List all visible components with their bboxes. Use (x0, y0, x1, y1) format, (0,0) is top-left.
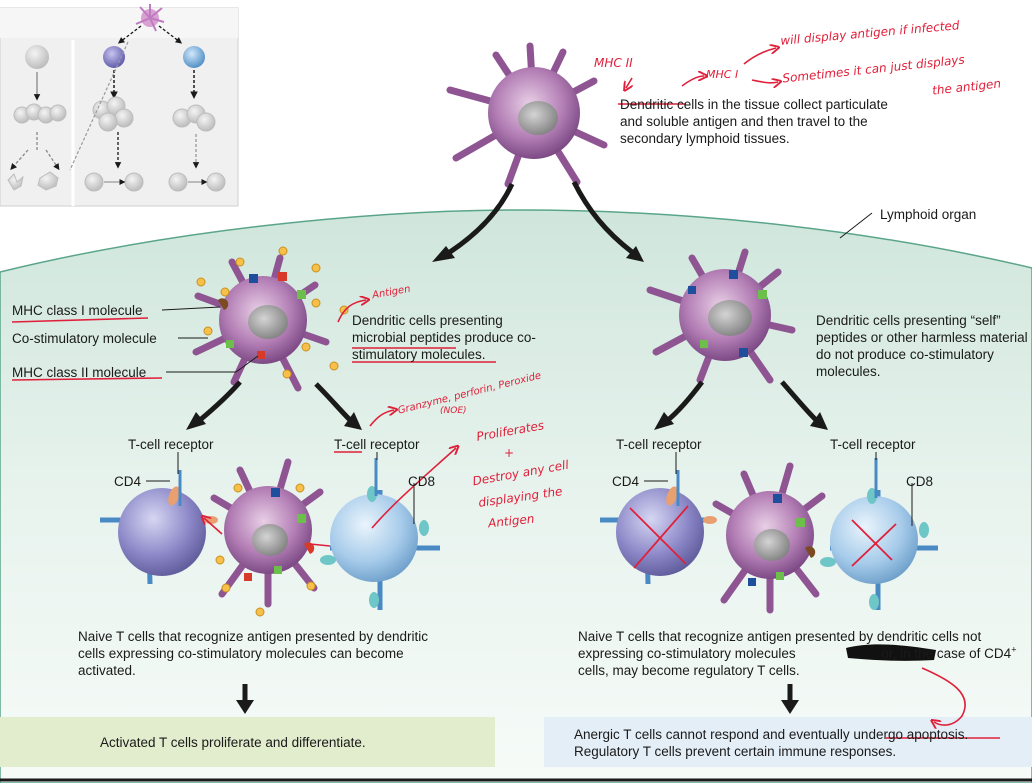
mhc1-leader-line (161, 306, 221, 311)
tcr-label-left-2: T-cell receptor (334, 437, 420, 452)
dendritic-cell-center-right (712, 462, 826, 614)
annotation-plus: + (504, 446, 515, 460)
inset-purple-cell-icon (103, 46, 125, 68)
arrow-left-to-cd4 (198, 380, 242, 422)
result-left-text: Activated T cells proliferate and differ… (100, 735, 366, 750)
cd8-label-right: CD8 (906, 474, 934, 489)
annotation-mhc2: MHC II (594, 56, 633, 70)
redaction-scribble (846, 644, 936, 661)
inset-effector-icons (7, 171, 226, 192)
result-box-left (0, 717, 495, 767)
tcr-label-left-1: T-cell receptor (128, 437, 214, 452)
inset-blue-cell-icon (183, 46, 205, 68)
tcr-leader-lines (146, 452, 913, 526)
costim-label: Co-stimulatory molecule (12, 331, 157, 346)
dendritic-cell-center-left (210, 458, 324, 617)
inset-panel (0, 4, 239, 207)
down-arrow-left (236, 684, 254, 714)
dendritic-cell-left (192, 246, 349, 392)
right-dc-description: Dendritic cells presenting “self” peptid… (816, 313, 1028, 379)
cd4-label-left: CD4 (114, 474, 142, 489)
inset-dendritic-cell-icon (135, 4, 165, 32)
mhc2-leader-line (166, 355, 259, 373)
arrow-left-to-cd8 (314, 382, 352, 422)
mhc2-label: MHC class II molecule (12, 365, 147, 380)
inset-grey-cell-icon (25, 45, 49, 69)
result-box-right (544, 717, 1032, 767)
left-dc-description: Dendritic cells presenting microbial pep… (352, 313, 536, 362)
inset-cluster-icons (13, 96, 216, 132)
left-bottom-text: Naive T cells that recognize antigen pre… (78, 629, 428, 678)
annotation-mhc1: MHC I (706, 68, 739, 81)
dendritic-cell-top (446, 42, 608, 188)
right-bottom-text: Naive T cells that recognize antigen pre… (578, 629, 1017, 678)
cd4-t-cell-right (600, 470, 717, 585)
arrow-to-left-branch (448, 182, 515, 255)
result-right-line2: Regulatory T cells prevent certain immun… (574, 744, 897, 759)
lymphoid-organ-label: Lymphoid organ (880, 207, 977, 222)
cd8-t-cell-right (820, 458, 938, 610)
dendritic-cell-right (646, 248, 796, 384)
handwritten-strokes (11, 48, 1000, 739)
tcr-label-right-1: T-cell receptor (616, 437, 702, 452)
lymphoid-leader-line (839, 212, 873, 239)
cd8-label-left: CD8 (408, 474, 436, 489)
annotation-granzyme-sub: (NOE) (440, 406, 467, 416)
result-right-text: Anergic T cells cannot respond and event… (574, 726, 1026, 760)
cd4-label-right: CD4 (612, 474, 640, 489)
arrow-right-to-cd8 (780, 380, 818, 422)
top-description: Dendritic cells in the tissue collect pa… (620, 97, 888, 146)
tcr-label-right-2: T-cell receptor (830, 437, 916, 452)
result-right-line1: Anergic T cells cannot respond and event… (574, 727, 969, 742)
floating-antigen-dot (196, 277, 206, 287)
down-arrow-right (781, 684, 799, 714)
arrow-to-right-branch (571, 180, 634, 254)
arrow-right-to-cd4 (666, 380, 704, 422)
mhc1-label: MHC class I molecule (12, 303, 143, 318)
anergy-x-marks (629, 505, 897, 569)
cd8-t-cell-left (320, 458, 440, 610)
